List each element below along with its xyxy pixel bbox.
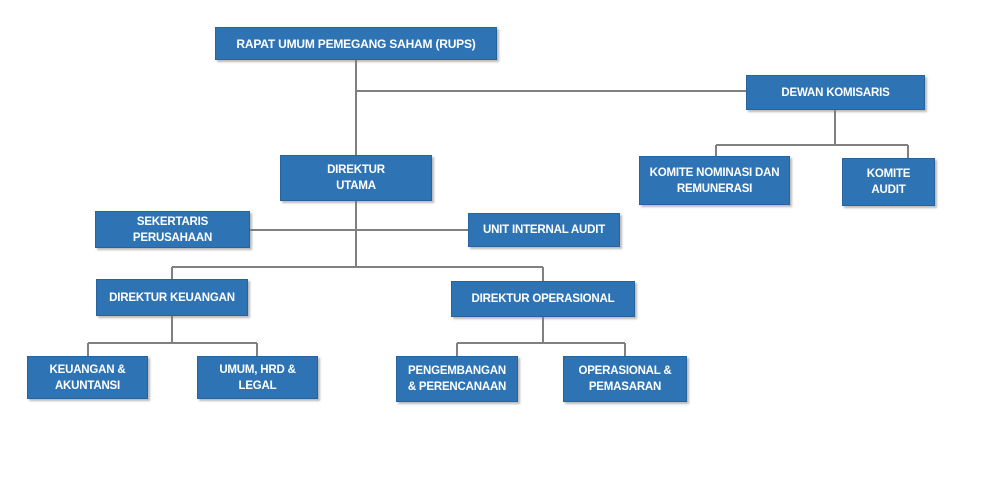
org-node-operasional-pemasaran: OPERASIONAL & PEMASARAN <box>563 356 687 402</box>
org-node-label: PENGEMBANGAN <box>408 365 506 377</box>
org-node-pengembangan-perencanaan: PENGEMBANGAN & PERENCANAAN <box>396 356 518 402</box>
org-node-label: REMUNERASI <box>676 182 753 195</box>
org-node-label: DEWAN KOMISARIS <box>781 86 890 99</box>
org-node-direktur-utama: DIREKTUR UTAMA <box>280 155 432 201</box>
org-node-label: LEGAL <box>238 379 277 392</box>
org-node-keuangan-akuntansi: KEUANGAN & AKUNTANSI <box>27 356 148 399</box>
org-node-rups: RAPAT UMUM PEMEGANG SAHAM (RUPS) <box>215 27 497 60</box>
org-node-label: RAPAT UMUM PEMEGANG SAHAM (RUPS) <box>236 36 476 51</box>
org-node-label: DIREKTUR KEUANGAN <box>109 291 235 304</box>
org-node-label: AUDIT <box>871 184 906 196</box>
org-node-komite-nominasi-remunerasi: KOMITE NOMINASI DAN REMUNERASI <box>639 156 790 205</box>
org-node-unit-internal-audit: UNIT INTERNAL AUDIT <box>468 213 620 247</box>
org-node-label: UTAMA <box>336 180 376 192</box>
org-node-label: SEKERTARIS <box>136 215 209 228</box>
org-node-label: OPERASIONAL & <box>578 365 672 377</box>
org-node-label: AKUNTANSI <box>54 379 121 392</box>
org-node-label: DIREKTUR OPERASIONAL <box>471 293 615 305</box>
org-node-label: KOMITE NOMINASI DAN <box>649 166 780 179</box>
org-node-direktur-keuangan: DIREKTUR KEUANGAN <box>96 279 248 316</box>
org-node-label: KOMITE <box>866 168 911 180</box>
org-node-label: UMUM, HRD & <box>219 363 296 376</box>
org-node-umum-hrd-legal: UMUM, HRD & LEGAL <box>197 356 318 399</box>
org-node-label: PEMASARAN <box>588 381 662 393</box>
org-node-dewan-komisaris: DEWAN KOMISARIS <box>746 75 925 110</box>
org-node-sekertaris-perusahaan: SEKERTARIS PERUSAHAAN <box>95 211 250 248</box>
org-node-label: UNIT INTERNAL AUDIT <box>482 224 606 236</box>
org-node-direktur-operasional: DIREKTUR OPERASIONAL <box>451 281 635 317</box>
org-node-komite-audit: KOMITE AUDIT <box>842 158 935 206</box>
org-node-label: KEUANGAN & <box>49 363 126 376</box>
org-node-label: PERUSAHAAN <box>132 231 213 244</box>
org-node-label: & PERENCANAAN <box>407 381 507 393</box>
org-node-label: DIREKTUR <box>327 164 385 176</box>
